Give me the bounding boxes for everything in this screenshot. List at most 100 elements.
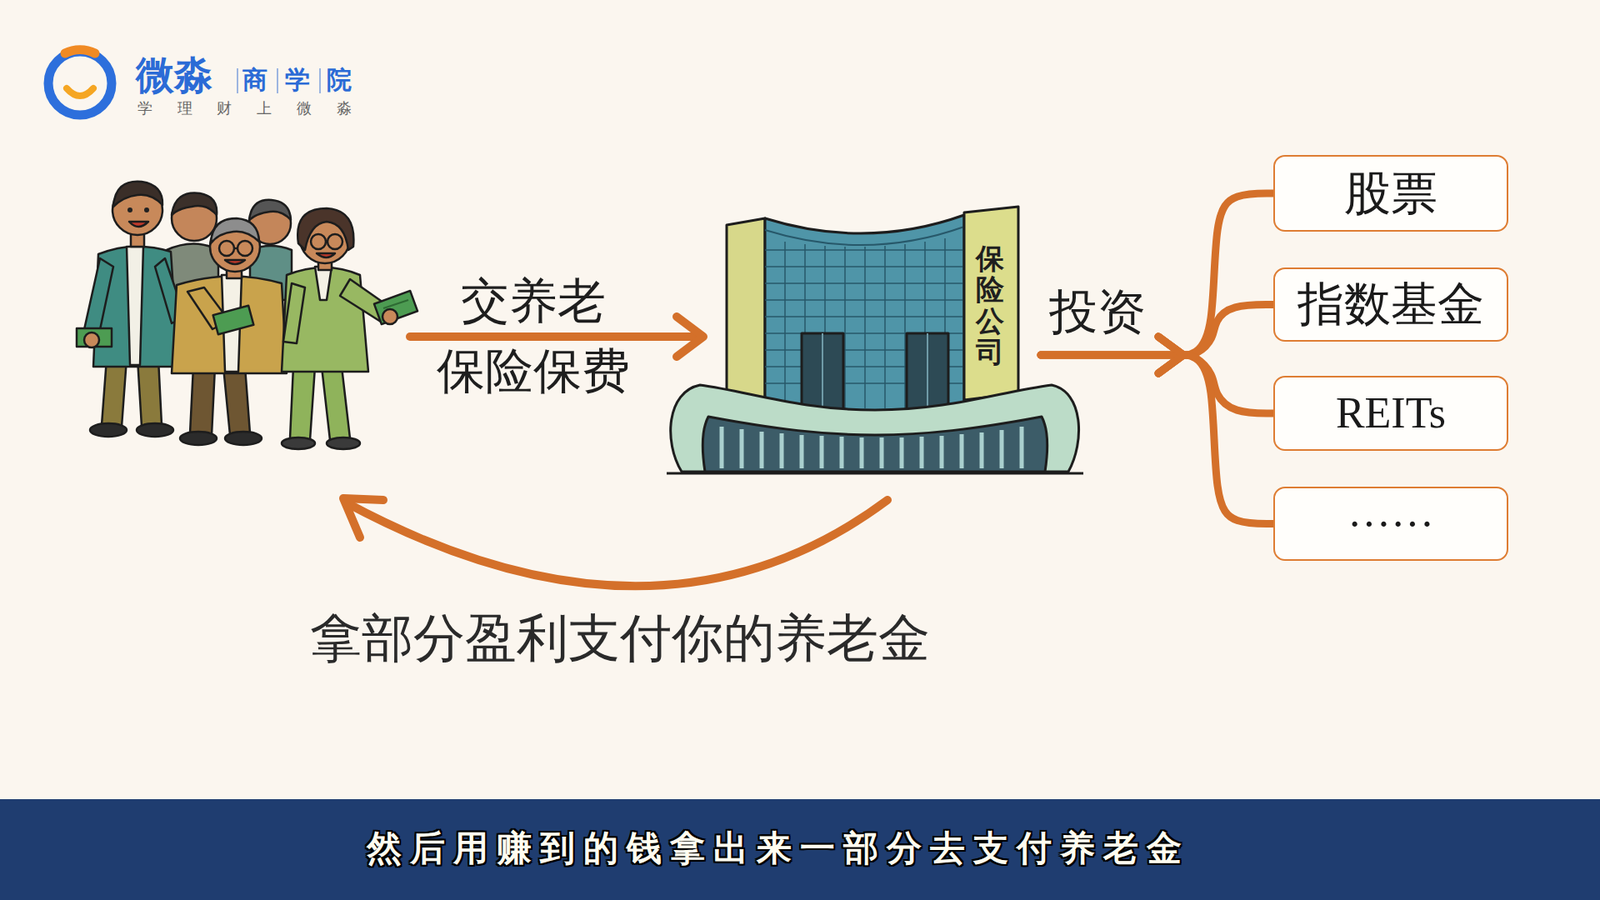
person-man [127, 207, 133, 213]
base-pillars [880, 437, 885, 469]
base-pillars [760, 431, 765, 469]
logo-icon [48, 50, 112, 115]
pay-arrow [410, 332, 700, 341]
person-glasses-man [219, 240, 235, 256]
logo-icon [48, 51, 112, 115]
flow-label: 交养老 保险保费 [425, 266, 642, 407]
person-woman [315, 266, 332, 300]
person-glasses-man [190, 366, 215, 435]
person-woman [310, 234, 326, 250]
base-pillars [721, 426, 1022, 469]
asset-box: 指数基金 [1273, 267, 1509, 342]
logo-separator [319, 68, 321, 94]
logo-name: 微淼 [135, 53, 213, 98]
invest-connector [1040, 355, 1274, 414]
base-pillars [940, 435, 945, 469]
person-woman [316, 253, 335, 258]
person-woman [326, 437, 360, 450]
asset-text: ······ [1347, 499, 1435, 550]
person-glasses-man [237, 240, 253, 256]
person-woman [374, 290, 418, 325]
logo-name: 微淼 [135, 53, 213, 98]
subtitle-bar [0, 799, 1600, 900]
logo-word: 商 [242, 65, 268, 95]
logo-separator [236, 68, 239, 94]
base-pillars [1000, 430, 1005, 469]
person-man [76, 328, 112, 347]
logo-word: 学 [285, 65, 310, 95]
insurance-building [702, 416, 1047, 472]
invest-connector [1040, 336, 1274, 525]
pension-arrow [345, 500, 888, 586]
person-glasses-man [223, 366, 250, 435]
asset-box: ······ [1273, 486, 1509, 561]
company-building: 保险公司 [673, 215, 1041, 495]
person-man [84, 332, 100, 348]
asset-text: 股票 [1344, 166, 1438, 220]
person-woman [383, 300, 409, 309]
logo-word: 学 [285, 65, 310, 95]
pension-arrow [343, 498, 888, 586]
person-man [90, 423, 127, 437]
insurance-building [964, 206, 1019, 400]
flow-label: 拿部分盈利支付你的养老金 [310, 609, 930, 669]
invest-connector [1040, 193, 1274, 355]
base-pillars [820, 435, 825, 469]
insurance-building [666, 472, 1084, 475]
person-man [126, 246, 144, 365]
base-pillars [900, 437, 905, 469]
person-woman [281, 208, 418, 450]
person-woman [325, 240, 328, 244]
person-glasses-man [210, 218, 260, 244]
person-glasses-man [225, 431, 262, 445]
person-man [129, 221, 149, 227]
base-pillars [780, 433, 785, 469]
subtitle: 然后用赚到的钱拿出来一部分去支付养老金 [366, 826, 1190, 870]
person-glasses-man [180, 431, 217, 445]
people-illustration [76, 181, 418, 450]
person-man [76, 181, 185, 437]
person-glasses-man [213, 305, 255, 335]
insurance-building [666, 206, 1084, 474]
subtitle: 然后用赚到的钱拿出来一部分去支付养老金 [361, 826, 1195, 870]
person-woman [382, 309, 398, 325]
edge-label: 投资 [1045, 285, 1150, 341]
logo-slogan: 学 理 财 上 微 淼 [137, 100, 362, 118]
person-man [101, 358, 127, 427]
person-man [83, 258, 114, 338]
insurance-building [821, 333, 824, 417]
window-grid [864, 246, 866, 409]
insurance-building [670, 385, 1080, 472]
building-sign-text: 保险公司 [975, 243, 1005, 369]
person-back [171, 193, 217, 215]
logo-separator [276, 68, 279, 94]
invest-connector [1040, 336, 1274, 414]
asset-box: REITs [1273, 375, 1509, 451]
window-grid [784, 241, 786, 409]
person-glasses-man [234, 247, 238, 250]
person-woman [321, 366, 350, 440]
pension-arrow [343, 498, 384, 538]
logo-icon [66, 88, 94, 96]
base-pillars [1020, 426, 1025, 469]
logo-icon [65, 50, 95, 54]
logo-slogan: 学 理 财 上 微 淼 [137, 100, 362, 118]
pay-arrow [676, 316, 704, 357]
person-woman [290, 366, 315, 440]
asset-text: REITs [1335, 388, 1446, 439]
person-man [113, 181, 163, 207]
logo-word: 院 [326, 65, 352, 95]
base-pillars [740, 429, 745, 469]
edge-label: 投资 [1045, 285, 1150, 341]
base-pillars [840, 436, 845, 469]
person-back [249, 200, 291, 220]
base-pillars [720, 426, 725, 469]
base-pillars [960, 434, 965, 469]
asset-box: 股票 [1273, 155, 1509, 232]
person-woman [281, 437, 315, 450]
asset-text: 指数基金 [1297, 277, 1485, 331]
insurance-building [926, 333, 929, 417]
person-woman [327, 234, 343, 250]
